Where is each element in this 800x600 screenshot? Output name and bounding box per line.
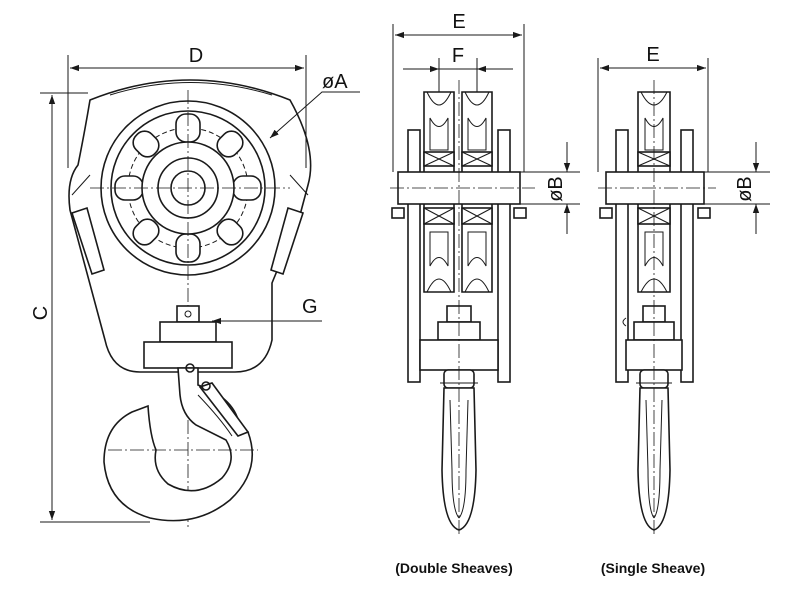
label-G: G — [302, 296, 318, 318]
label-E-double: E — [452, 11, 465, 33]
sheave-groove — [110, 110, 266, 266]
caption-double-sheaves: (Double Sheaves) — [395, 560, 512, 576]
sheave-web — [467, 117, 487, 151]
hook-side-inner — [458, 399, 469, 519]
spoke-window — [216, 130, 244, 158]
single-sheave-view: E øB (Single Sheave) — [597, 44, 770, 576]
sheave-web — [644, 231, 664, 267]
hook-side-inner — [645, 399, 655, 519]
latch-pivot — [201, 381, 211, 391]
groove-top — [464, 91, 490, 106]
groove-top — [426, 91, 452, 106]
hook-pivot — [185, 363, 195, 373]
axle-nut — [513, 207, 527, 219]
side-slot-right — [270, 206, 305, 276]
spoke-window — [132, 218, 160, 246]
label-E-single: E — [646, 44, 659, 66]
label-D: D — [189, 45, 203, 67]
side-slot-left — [70, 206, 105, 276]
sheave-web — [644, 117, 664, 151]
crosshead-pin — [622, 317, 627, 327]
axle-nut — [391, 207, 405, 219]
side-plate-right — [497, 129, 511, 383]
axle-nut — [599, 207, 613, 219]
hook-nut — [159, 321, 217, 343]
hook-side-inner — [449, 399, 460, 519]
leader-A — [269, 91, 360, 139]
axle-nut — [697, 207, 711, 219]
spoke-window — [216, 218, 244, 246]
label-B-single: øB — [734, 176, 756, 202]
body-flank-line — [71, 174, 91, 196]
body-inner-line — [109, 82, 273, 96]
label-C: C — [30, 306, 52, 320]
hook-inner-line — [197, 394, 233, 437]
groove-bottom — [464, 278, 490, 293]
hook-body — [103, 367, 254, 522]
sheave-web — [429, 117, 449, 151]
safety-latch — [198, 382, 250, 437]
block-body-outline — [68, 79, 312, 373]
side-plate-left — [407, 129, 421, 383]
sheave-web — [467, 231, 487, 267]
sheave-web — [429, 231, 449, 267]
hook-nut-top — [176, 305, 200, 323]
double-sheave-view: E F øB (Double Sheaves) — [390, 11, 580, 576]
spoke-window — [132, 130, 160, 158]
body-flank-line — [289, 174, 309, 196]
groove-bottom — [426, 278, 452, 293]
bearings-double — [423, 151, 493, 225]
label-A: øA — [322, 71, 348, 93]
front-view: D øA C G — [30, 45, 360, 530]
caption-single-sheave: (Single Sheave) — [601, 560, 705, 576]
label-B-double: øB — [545, 176, 567, 202]
hook-side-inner — [653, 399, 663, 519]
nut-pin — [184, 310, 192, 318]
label-F: F — [452, 45, 464, 67]
